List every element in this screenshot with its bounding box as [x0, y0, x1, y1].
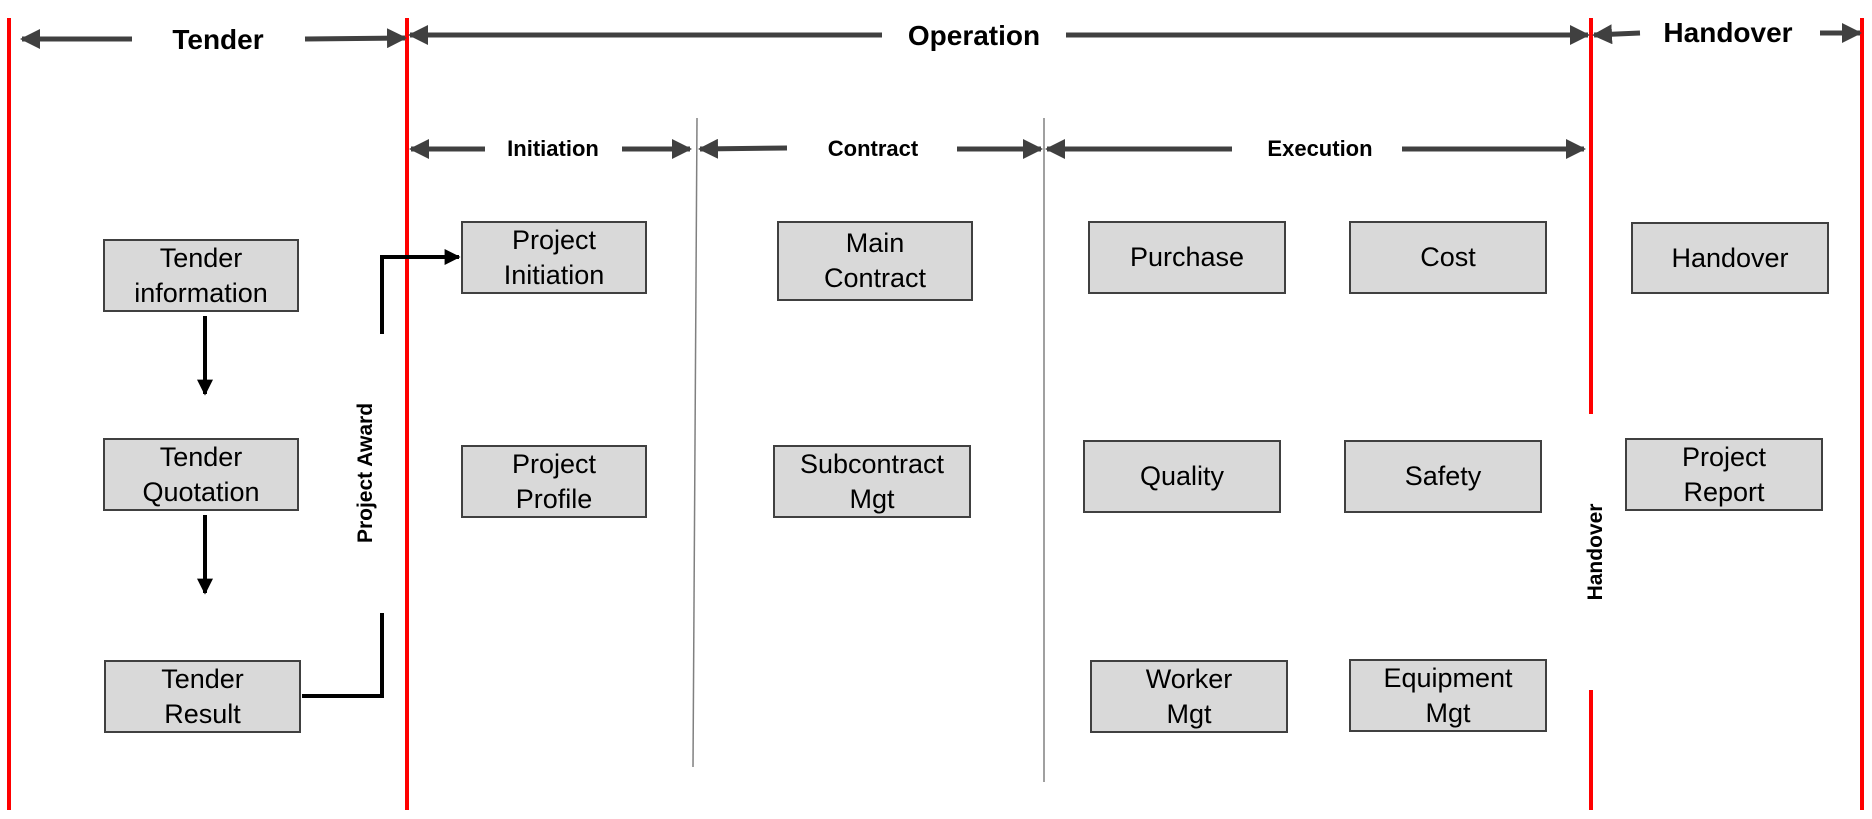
subphase-arrows — [409, 138, 1586, 159]
box-main-contract: Main Contract — [777, 221, 973, 301]
connector-result-to-award — [302, 613, 384, 698]
box-tender-quotation: Tender Quotation — [103, 438, 299, 511]
box-cost: Cost — [1349, 221, 1547, 294]
subphase-initiation-label: Initiation — [507, 136, 599, 161]
phase-tender-label: Tender — [172, 24, 264, 55]
box-tender-information: Tender information — [103, 239, 299, 312]
phase-operation-label: Operation — [907, 20, 1041, 51]
box-project-profile: Project Profile — [461, 445, 647, 518]
handover-arrow-left — [1592, 24, 1641, 45]
tender-flow — [197, 249, 461, 698]
subphase-execution-label: Execution — [1267, 136, 1373, 161]
box-quality: Quality — [1083, 440, 1281, 513]
phase-arrows — [20, 23, 1862, 49]
project-award-label: Project Award — [354, 402, 377, 544]
subphase-contract-label: Contract — [827, 136, 919, 161]
box-worker-mgt: Worker Mgt — [1090, 660, 1288, 733]
box-equipment-mgt: Equipment Mgt — [1349, 659, 1547, 732]
box-project-report: Project Report — [1625, 438, 1823, 511]
tender-arrow-right — [304, 28, 407, 49]
box-project-initiation: Project Initiation — [461, 221, 647, 294]
phase-handover-label: Handover — [1663, 17, 1793, 48]
handover-milestone-label: Handover — [1584, 503, 1607, 601]
phase-dividers — [7, 18, 1864, 810]
box-safety: Safety — [1344, 440, 1542, 513]
box-tender-result: Tender Result — [104, 660, 301, 733]
separator-initiation-contract — [692, 117, 698, 768]
box-subcontract-mgt: Subcontract Mgt — [773, 445, 971, 518]
contract-arrow-left — [698, 138, 788, 159]
box-purchase: Purchase — [1088, 221, 1286, 294]
box-handover: Handover — [1631, 222, 1829, 294]
connector-award-to-initiation — [380, 249, 461, 334]
